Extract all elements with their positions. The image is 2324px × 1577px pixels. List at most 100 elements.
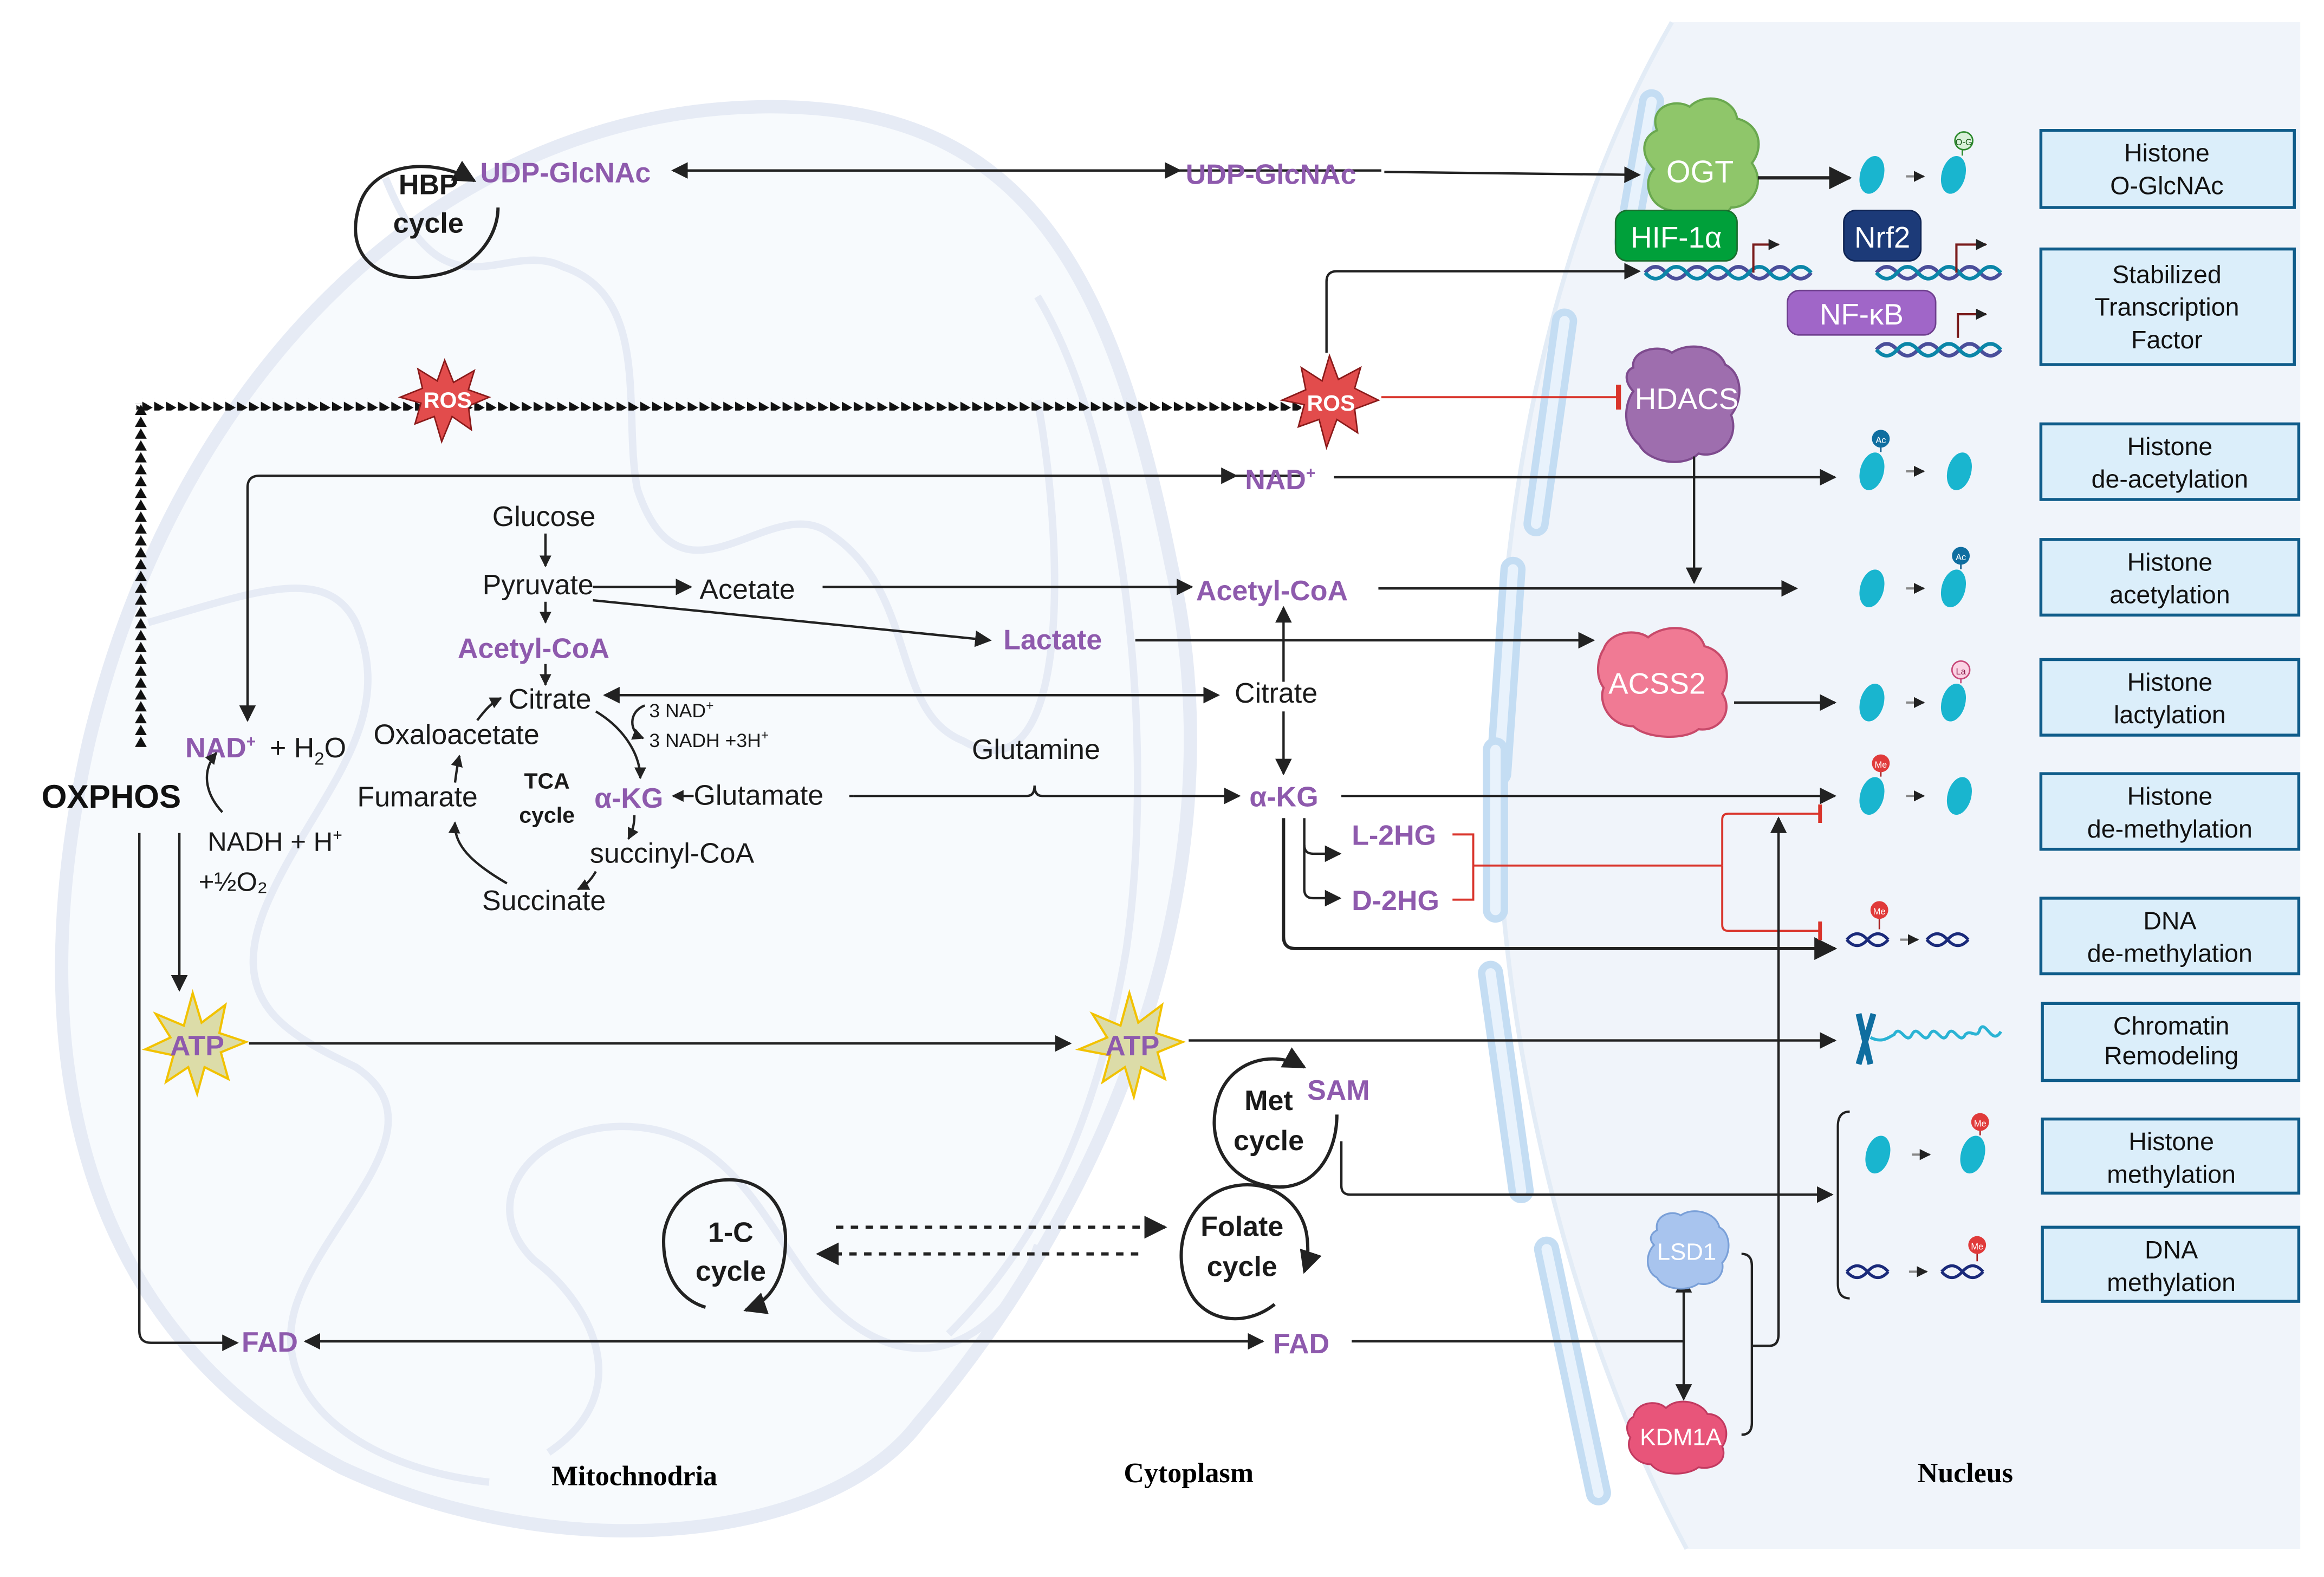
svg-text:Histone: Histone [2128,1127,2214,1156]
ros-label-cyto: ROS [1307,391,1355,416]
folate-cycle: Folate cycle [1179,1183,1322,1321]
glutamine-label: Glutamine [972,734,1100,765]
kdm1a-enzyme: KDM1A [1626,1400,1728,1475]
svg-text:Histone: Histone [2127,432,2213,460]
tca-arrow-fumarate-oxaloacetate [451,755,463,783]
tca-arrow-succinate-fumarate [448,821,508,885]
compartment-label-mitochondria: Mitochnodria [551,1461,717,1491]
ac-mark-2: Ac [1956,553,1966,562]
nfkb-badge: NF-κB [1787,289,1937,336]
lactate-label: Lactate [1003,624,1102,656]
og-mark: O-G [1956,138,1972,147]
ogt-enzyme: OGT [1643,97,1760,223]
histone-methylation-row: Me [1836,1110,1989,1300]
dna-demethylation-row: Me [1845,901,1970,948]
acss2-enzyme: ACSS2 [1596,627,1728,738]
ros-chevron-path-vertical [135,403,147,747]
folate-cycle-label-1: Folate [1200,1211,1283,1243]
ros-label-mito: ROS [424,387,472,412]
akg-cyto: α-KG [1249,781,1318,813]
hbp-cycle-label-1: HBP [399,169,458,200]
ogt-label: OGT [1666,155,1734,190]
fumarate-label: Fumarate [357,781,477,813]
met-cycle-label-2: cycle [1234,1125,1304,1157]
acss2-label: ACSS2 [1608,666,1705,700]
succinyl-coa-label: succinyl-CoA [590,838,755,869]
tca-arrow-oxaloacetate-citrate [476,697,502,721]
svg-text:Histone: Histone [2124,139,2210,167]
arrow-pyruvate-lactate [593,599,992,647]
svg-text:de-methylation: de-methylation [2087,939,2252,968]
d2hg-label: D-2HG [1352,885,1439,917]
svg-text:Histone: Histone [2127,782,2213,810]
dna-methylation-row: Me [1845,1236,1987,1280]
histone-acetylation-row: Ac [1859,547,1970,607]
me-mark-3: Me [1974,1119,1987,1128]
arrow-oxphos-to-fad [138,833,239,1352]
met-cycle: Met cycle [1212,1047,1339,1189]
svg-text:Remodeling: Remodeling [2104,1041,2238,1069]
output-box-dna-demethylation: DNA de-methylation [2039,897,2301,976]
fad-mito: FAD [242,1327,298,1358]
citrate-mito: Citrate [509,684,592,715]
svg-text:Stabilized: Stabilized [2112,261,2222,289]
svg-text:DNA: DNA [2145,1236,2198,1264]
arrow-sam-to-methylation [1340,1141,1834,1203]
svg-text:Transcription: Transcription [2094,293,2239,321]
svg-text:DNA: DNA [2143,906,2196,934]
nad-mito: NAD+ [185,732,256,764]
glutamate-label: Glutamate [693,780,823,812]
hbp-cycle: HBP cycle [354,160,500,280]
ros-burst-mito: ROS [398,358,491,444]
atp-burst-cyto: ATP [1075,989,1186,1101]
me-mark-2: Me [1873,907,1886,917]
output-box-dna-methylation: DNA methylation [2041,1225,2301,1303]
svg-text:Chromatin: Chromatin [2113,1012,2230,1040]
histone-demethylation-row: Me [1859,754,1972,815]
h2o-label: + H2O [270,732,346,769]
output-box-histone-demethylation: Histone de-methylation [2039,772,2301,851]
arrow-ros-to-transcription-factors [1325,263,1641,353]
lsd1-kdm1a-bracket [1741,1252,1754,1436]
svg-text:methylation: methylation [2107,1160,2236,1188]
histone-lactylation-row: La [1859,660,1971,722]
citrate-cyto: Citrate [1235,678,1317,709]
udp-glcnac-cyto: UDP-GlcNAc [1186,159,1356,190]
lsd1-label: LSD1 [1657,1239,1716,1266]
svg-text:de-methylation: de-methylation [2087,815,2252,843]
oxaloacetate-label: Oxaloacetate [374,719,540,750]
kdm1a-label: KDM1A [1640,1424,1722,1451]
transcription-start-arrows [1752,239,1988,338]
compartment-label-cytoplasm: Cytoplasm [1124,1458,1254,1489]
atp-label-mito: ATP [170,1030,224,1062]
akg-mito: α-KG [594,783,663,814]
svg-text:Factor: Factor [2131,326,2203,354]
ros-burst-cyto: ROS [1280,353,1380,450]
histone-deacetylation-row: Ac [1859,430,1972,490]
hg-bracket [1452,833,1475,901]
tca-arrow-citrate-akg [595,710,646,780]
acetate-label: Acetate [699,574,795,605]
tca-label-2: cycle [519,802,575,827]
me-mark-1: Me [1875,760,1887,770]
svg-text:O-GlcNAc: O-GlcNAc [2110,171,2223,199]
chromatin-remodeling-icon [1855,1013,2002,1065]
arrow-akg-to-l2hg [1303,818,1342,862]
nuclear-envelope-pores [1478,89,1665,1505]
nad-cyto: NAD+ [1245,464,1315,496]
l2hg-label: L-2HG [1352,820,1436,851]
arrow-nadh-to-nad [205,752,224,813]
arrow-nad-nadh [631,704,646,740]
arrow-akg-to-dna-demethylation [1282,818,1838,961]
arrow-glutamine-to-akg [853,785,1241,804]
svg-text:Histone: Histone [2127,668,2213,696]
acetylcoa-mito: Acetyl-CoA [458,633,609,665]
inhibit-hg-histone-demethylation [1721,804,1822,866]
atp-label-cyto: ATP [1105,1030,1159,1062]
svg-text:lactylation: lactylation [2114,700,2226,729]
arrow-demethylases-to-histone-demethylation [1751,816,1787,1347]
one-c-cycle-label-1: 1-C [708,1217,754,1249]
glucose-label: Glucose [492,501,596,533]
ac-mark-1: Ac [1875,436,1886,445]
